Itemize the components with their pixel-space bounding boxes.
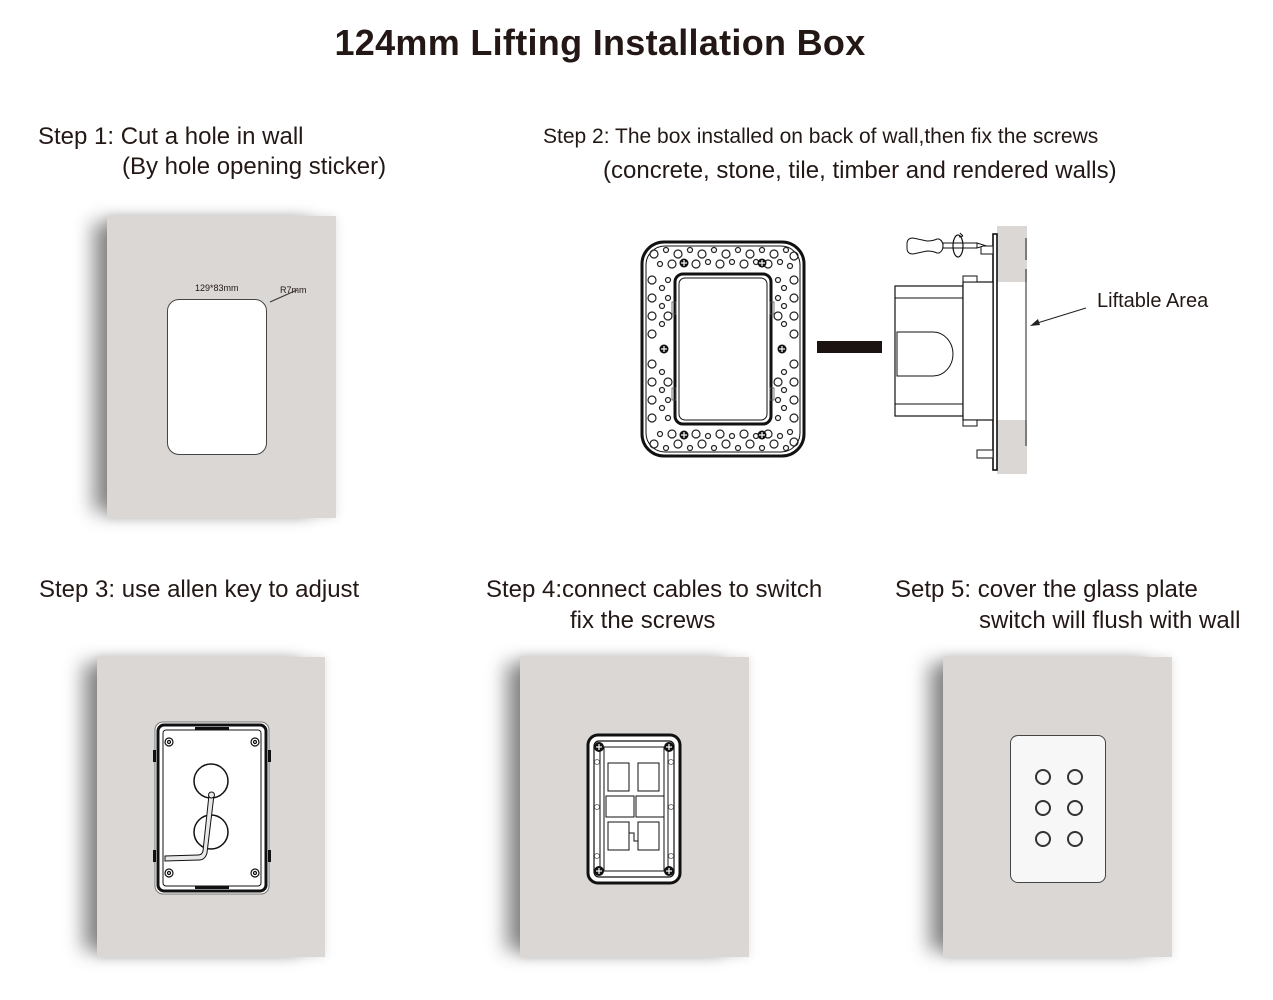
step4-wall (520, 657, 749, 957)
step3-title: Step 3: use allen key to adjust (39, 576, 360, 603)
equivalence-bar (817, 341, 882, 353)
step1-wall: 129*83mm R7mm (107, 216, 336, 518)
step1-title: Step 1: Cut a hole in wall (38, 123, 304, 150)
step5-subtitle: switch will flush with wall (979, 607, 1241, 634)
liftable-area-arrow (1030, 307, 1087, 326)
switch-buttons (1035, 769, 1083, 847)
step5-title: Setp 5: cover the glass plate (895, 576, 1198, 603)
step5-wall (943, 657, 1172, 957)
hole-dimension-label: 129*83mm (195, 283, 239, 293)
radius-leader-line (269, 289, 298, 303)
glass-switch-plate (1010, 735, 1106, 883)
step2-subtitle: (concrete, stone, tile, timber and rende… (603, 157, 1117, 184)
corner-radius-label: R7mm (280, 285, 307, 295)
step4-title: Step 4:connect cables to switch (486, 576, 823, 603)
page-title: 124mm Lifting Installation Box (334, 22, 866, 63)
step1-subtitle: (By hole opening sticker) (122, 153, 387, 180)
step3-wall (97, 657, 325, 957)
step4-subtitle: fix the screws (570, 607, 716, 634)
mounting-box-front-view (640, 240, 806, 458)
step2-title: Step 2: The box installed on back of wal… (543, 125, 1099, 148)
liftable-area-label: Liftable Area (1097, 290, 1209, 312)
wall-cutout-hole (167, 299, 267, 455)
switch-mechanism-in-box (586, 733, 682, 885)
box-with-allen-key (153, 721, 271, 895)
mounting-box-side-view (894, 226, 1027, 474)
